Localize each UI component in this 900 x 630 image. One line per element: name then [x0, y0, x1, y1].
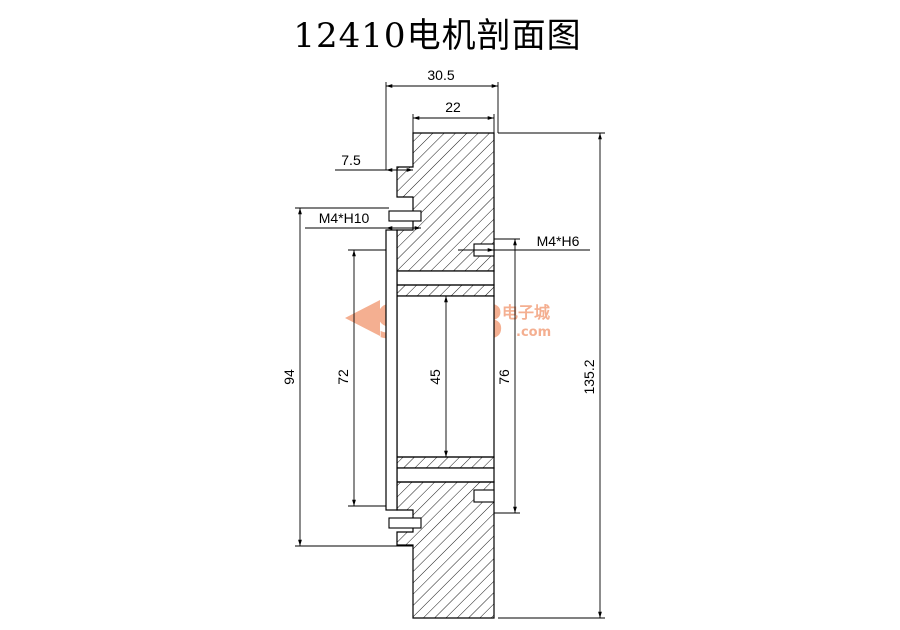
dim-inner-width: 22 [445, 99, 461, 115]
dim-pcd-left: 94 [281, 369, 297, 385]
left-housing-wall [385, 229, 398, 511]
label-hole-right: M4*H6 [537, 233, 580, 249]
upper-bearing-strip [396, 284, 495, 297]
section-upper [396, 132, 495, 272]
page-title: 12410电机剖面图 [293, 16, 582, 56]
shaft-bore [396, 295, 495, 458]
dim-overall-height: 135.2 [581, 359, 597, 394]
dim-shaft: 45 [427, 369, 443, 385]
watermark-swoosh [345, 300, 380, 336]
lower-slot [396, 467, 495, 483]
tapped-hole-left-lower [388, 517, 422, 529]
dim-pcd-right: 76 [496, 369, 512, 385]
dim-overall-width: 30.5 [427, 67, 454, 83]
dim-bore-left: 72 [335, 369, 351, 385]
section-lower [396, 481, 495, 619]
lower-bearing-strip [396, 456, 495, 469]
tapped-hole-left-upper [388, 210, 422, 222]
watermark-cn: 电子城 [502, 303, 550, 322]
dim-step: 7.5 [341, 152, 361, 168]
watermark-domain: .com [516, 325, 551, 340]
tapped-hole-right-lower [473, 489, 495, 503]
label-hole-left: M4*H10 [319, 210, 370, 226]
upper-slot [396, 270, 495, 286]
